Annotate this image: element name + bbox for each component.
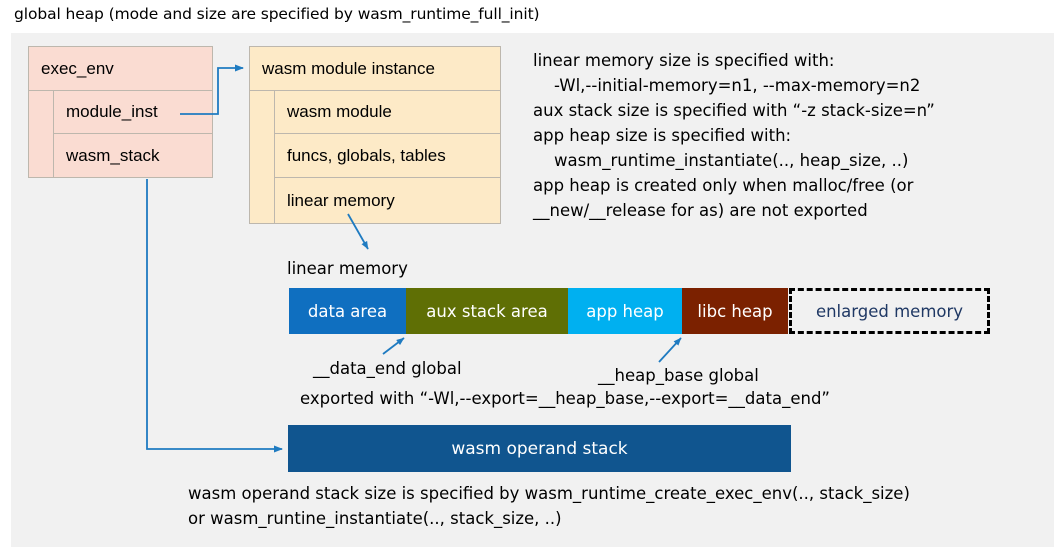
wasm-module-label: wasm module: [287, 102, 392, 121]
wasm-module-field: wasm module: [274, 90, 501, 134]
exported-with-annotation: exported with “-Wl,--export=__heap_base,…: [300, 389, 830, 408]
linear-memory-caption: linear memory: [287, 259, 408, 278]
wasm-operand-stack-box: wasm operand stack: [288, 425, 791, 472]
memory-segment-label: enlarged memory: [815, 301, 964, 321]
memory-segment-label: app heap: [586, 301, 664, 321]
operand-stack-notes: wasm operand stack size is specified by …: [188, 484, 910, 528]
linear-memory-field-label: linear memory: [287, 190, 395, 210]
module-inst-label: module_inst: [66, 102, 158, 121]
wasm-operand-stack-label: wasm operand stack: [451, 438, 628, 459]
memory-segment-enlarged-memory: enlarged memory: [789, 288, 990, 334]
funcs-globals-tables-label: funcs, globals, tables: [287, 145, 446, 165]
linear-memory-strip: data area aux stack area app heap libc h…: [289, 288, 990, 334]
exec-env-label: exec_env: [41, 58, 114, 78]
memory-segment-libc-heap: libc heap: [682, 288, 788, 334]
exec-env-box: exec_env: [28, 46, 213, 91]
funcs-globals-tables-field: funcs, globals, tables: [274, 133, 501, 178]
module-inst-field: module_inst: [53, 90, 213, 134]
memory-segment-label: libc heap: [697, 301, 773, 321]
module-instance-gutter: [249, 90, 275, 224]
memory-segment-app-heap: app heap: [568, 288, 682, 334]
memory-segment-label: data area: [307, 301, 388, 321]
wasm-module-instance-label: wasm module instance: [262, 58, 435, 78]
memory-segment-label: aux stack area: [426, 301, 548, 321]
memory-segment-data-area: data area: [289, 288, 406, 334]
exec-env-gutter: [28, 90, 54, 178]
memory-segment-aux-stack-area: aux stack area: [406, 288, 568, 334]
data-end-global-annotation: __data_end global: [313, 359, 462, 378]
wasm-module-instance-box: wasm module instance: [249, 46, 501, 91]
wasm-stack-label: wasm_stack: [66, 145, 160, 165]
linear-memory-notes: linear memory size is specified with: -W…: [533, 51, 935, 220]
page-title: global heap (mode and size are specified…: [14, 5, 540, 23]
heap-base-global-annotation: __heap_base global: [598, 366, 759, 385]
linear-memory-field: linear memory: [274, 177, 501, 224]
wasm-stack-field: wasm_stack: [53, 133, 213, 178]
